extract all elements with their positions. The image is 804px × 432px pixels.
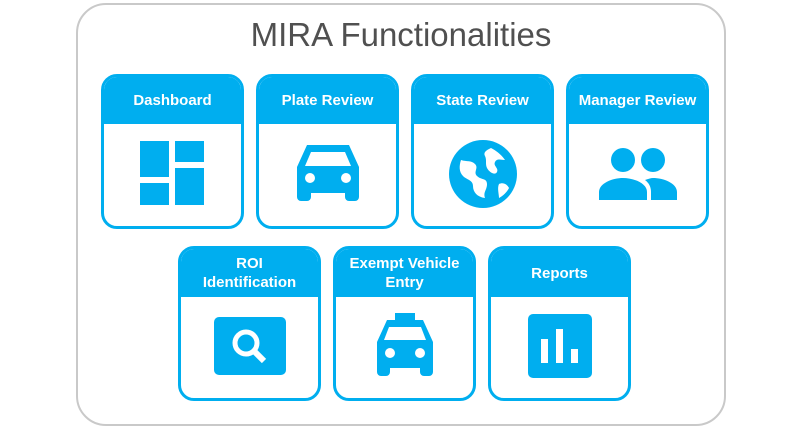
search-icon <box>181 306 318 386</box>
card-plate-review[interactable]: Plate Review <box>256 74 399 229</box>
card-label: ROI Identification <box>181 249 318 297</box>
globe-icon <box>414 134 551 214</box>
card-reports[interactable]: Reports <box>488 246 631 401</box>
dashboard-icon <box>104 134 241 214</box>
card-label: Dashboard <box>104 77 241 124</box>
card-label: Exempt Vehicle Entry <box>336 249 473 297</box>
card-state-review[interactable]: State Review <box>411 74 554 229</box>
diagram-title: MIRA Functionalities <box>250 16 552 53</box>
card-exempt-vehicle-entry[interactable]: Exempt Vehicle Entry <box>333 246 476 401</box>
car-icon <box>259 134 396 214</box>
people-icon <box>569 134 706 214</box>
card-label: Reports <box>491 249 628 297</box>
card-roi-identification[interactable]: ROI Identification <box>178 246 321 401</box>
card-dashboard[interactable]: Dashboard <box>101 74 244 229</box>
card-label: Manager Review <box>569 77 706 124</box>
taxi-icon <box>336 306 473 386</box>
card-label: State Review <box>414 77 551 124</box>
card-manager-review[interactable]: Manager Review <box>566 74 709 229</box>
functionalities-frame <box>76 3 726 426</box>
bar-chart-icon <box>491 306 628 386</box>
card-label: Plate Review <box>259 77 396 124</box>
